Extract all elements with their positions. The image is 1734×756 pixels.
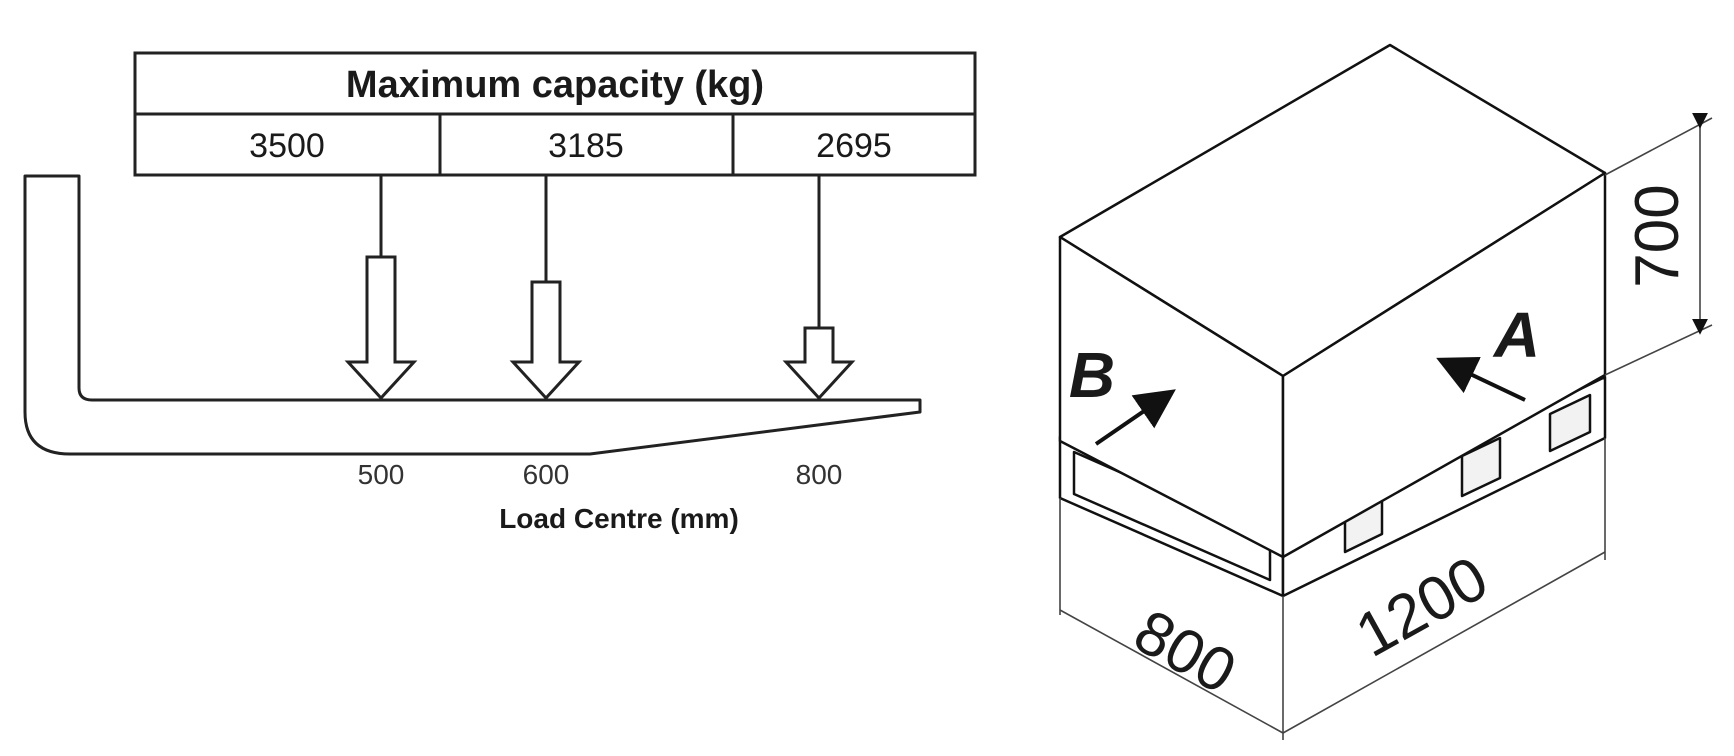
- fork-outline: [23, 174, 922, 456]
- load-arrow-2: [509, 175, 583, 401]
- load-arrow-3: [782, 175, 856, 401]
- capacity-table: [133, 51, 977, 177]
- side-b-arrow: [1094, 389, 1176, 446]
- dimension-width: 800: [1123, 597, 1247, 708]
- capacity-value-2: 3185: [548, 127, 624, 165]
- dimension-lines: [1059, 112, 1713, 740]
- load-centre-tick-800: 800: [796, 459, 843, 490]
- dimension-height: 700: [1623, 184, 1692, 287]
- capacity-value-1: 3500: [249, 127, 325, 165]
- load-centre-tick-600: 600: [523, 459, 570, 490]
- load-arrow-1: [344, 175, 418, 401]
- dimension-length: 1200: [1345, 543, 1499, 670]
- side-a-arrow: [1436, 356, 1526, 402]
- capacity-table-title: Maximum capacity (kg): [346, 64, 764, 106]
- pallet-diagram: [1058, 43, 1713, 740]
- side-b-label: B: [1069, 339, 1115, 411]
- fork-capacity-diagram: Maximum capacity (kg) 3500 3185 2695 500…: [23, 51, 977, 534]
- capacity-value-3: 2695: [816, 127, 892, 165]
- load-centre-tick-500: 500: [358, 459, 405, 490]
- side-a-label: A: [1492, 299, 1540, 371]
- load-centre-label: Load Centre (mm): [499, 503, 739, 534]
